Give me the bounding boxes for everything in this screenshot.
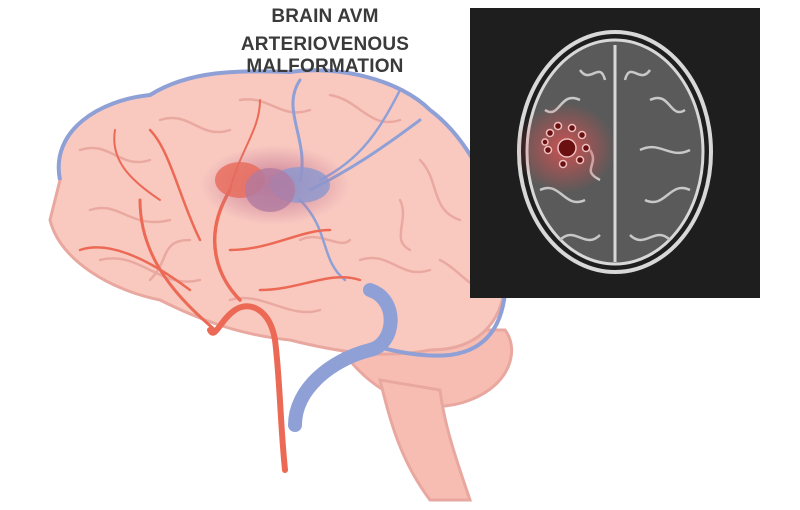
gyri-lines bbox=[78, 93, 492, 314]
mri-lesion bbox=[541, 121, 591, 169]
mri-scan-panel bbox=[470, 8, 760, 298]
arteries bbox=[78, 99, 362, 473]
avm-nidus bbox=[215, 162, 330, 212]
brain-drawing bbox=[48, 68, 514, 502]
title-line-2: ARTERIOVENOUS MALFORMATION bbox=[240, 34, 410, 77]
brain-stem bbox=[377, 378, 473, 502]
superficial-vein bbox=[56, 68, 508, 358]
title-line-1: BRAIN AVM bbox=[271, 6, 379, 27]
